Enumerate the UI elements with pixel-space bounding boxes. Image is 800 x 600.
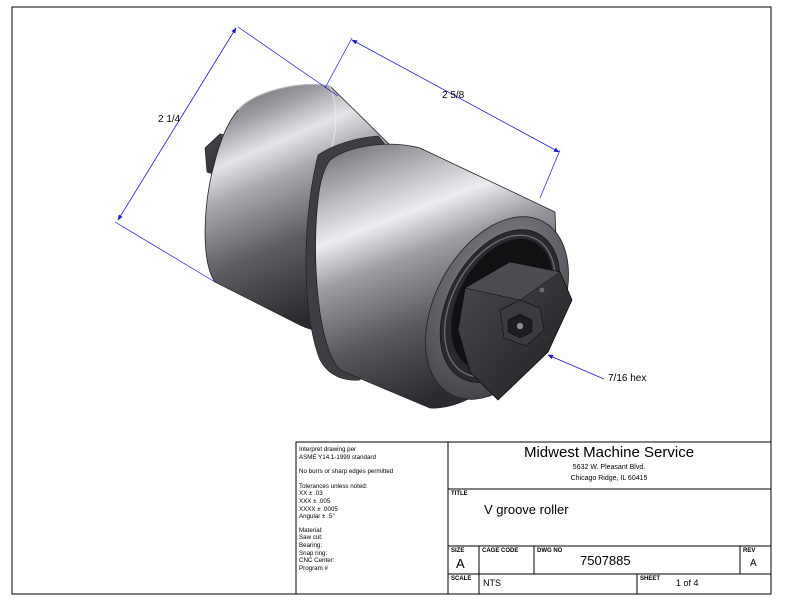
note-saw-cut: Saw cut: (299, 534, 323, 542)
note-tolerance-header: Tolerances unless noted: (299, 482, 368, 490)
company-name: Midwest Machine Service (523, 444, 695, 461)
note-snap-ring: Snap ring: (299, 549, 328, 557)
drawing-title: V groove roller (484, 502, 569, 517)
note-bearing: Bearing: (299, 541, 323, 549)
note-interpret-1: Interpret drawing per (299, 446, 357, 453)
note-burrs: No burrs or sharp edges permitted (299, 468, 394, 476)
hex-callout-label: 7/16 hex (608, 373, 647, 384)
dimension-hex-leader (547, 354, 605, 380)
size-value: A (456, 556, 465, 571)
part-view (204, 83, 573, 409)
scale-label: SCALE (451, 576, 472, 582)
scale-value: NTS (483, 578, 501, 588)
cage-code-label: CAGE CODE (482, 548, 519, 554)
note-material: Material: (299, 526, 323, 534)
title-block-grid (295, 441, 772, 595)
front-hex-nut (457, 261, 573, 401)
note-interpret-2: ASME Y14.1-1999 standard (299, 453, 376, 461)
title-label: TITLE (451, 491, 468, 497)
note-tol-xxxx: XXXX ± .0005 (299, 505, 338, 513)
dimension-height (114, 26, 339, 283)
sheet-label: SHEET (640, 576, 661, 582)
dwg-no-value: 7507885 (580, 553, 631, 568)
company-block: Midwest Machine Service 5632 W. Pleasant… (449, 443, 769, 484)
size-label: SIZE (451, 548, 465, 554)
general-notes: Interpret drawing per ASME Y14.1-1999 st… (299, 446, 445, 572)
note-tol-xx: XX ± .03 (299, 490, 323, 498)
dwg-no-label: DWG NO (537, 548, 563, 554)
company-address-1: 5632 W. Pleasant Blvd. (572, 464, 646, 471)
rev-value: A (750, 558, 757, 569)
note-cnc-center: CNC Center: (299, 557, 335, 565)
note-program: Program # (299, 564, 328, 572)
length-dimension-label: 2 5/8 (442, 90, 465, 101)
height-dimension-label: 2 1/4 (158, 114, 181, 125)
sheet-value: 1 of 4 (676, 578, 699, 588)
dimension-length (324, 37, 561, 199)
note-tol-xxx: XXX ± .005 (299, 497, 331, 505)
note-tol-angular: Angular ± .5° (299, 513, 335, 521)
company-address-2: Chicago Ridge, IL 60415 (570, 475, 648, 482)
rev-label: REV (743, 548, 756, 554)
